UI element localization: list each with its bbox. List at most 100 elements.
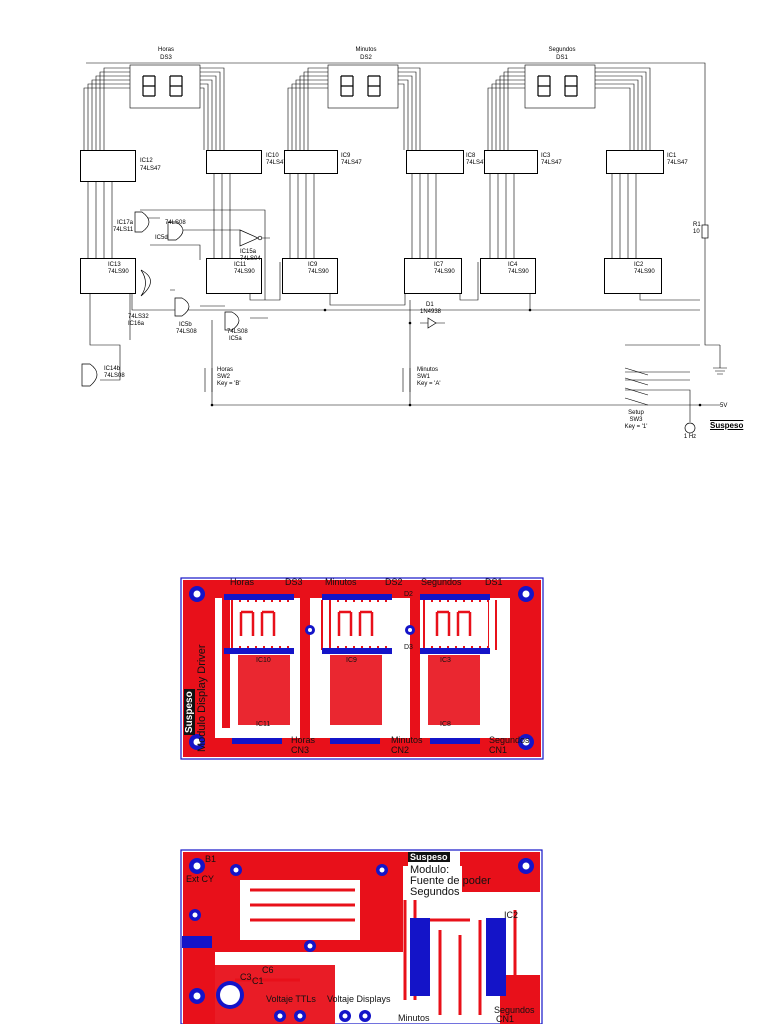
pcb1-label-ic10: IC10 [256, 657, 271, 664]
pcb1-label-ds3: DS3 [285, 577, 303, 587]
diode-d1-id: D1 [426, 302, 434, 308]
chip-ic9-decoder-id: IC9 [341, 153, 351, 159]
display-ds3-id: DS3 [160, 55, 172, 61]
clock-source [684, 422, 696, 434]
resistor-r1-value: 10 [693, 229, 700, 235]
chip-ic11-id: IC11 [234, 262, 247, 268]
switch-sw1-name: Minutos [417, 367, 439, 373]
pcb1-label-horas: Horas [230, 577, 255, 587]
chip-ic9-counter-part: 74LS90 [308, 269, 329, 275]
chip-ic2 [604, 258, 662, 294]
gate-ic17a-id: IC17a [117, 220, 134, 226]
pcb2-label-b1: B1 [205, 854, 217, 864]
gate-ic14b-part: 74LS08 [104, 373, 125, 379]
gate-ic5d-id: IC5d [155, 235, 168, 241]
chip-ic10-part: 74LS47 [266, 160, 287, 166]
pcb2-logo: Suspeso [408, 852, 450, 862]
gate-ic15a [239, 229, 259, 247]
gate-ic5a-id: IC5a [229, 336, 242, 342]
pcb1-cn2: CN2 [391, 745, 410, 755]
chip-ic3-part: 74LS47 [541, 160, 562, 166]
display-ds3-name: Horas [157, 47, 175, 53]
gate-ic5d [167, 221, 184, 241]
pcb1-label-ds1: DS1 [485, 577, 503, 587]
switch-sw3-id: SW3 [629, 417, 643, 423]
pcb2-label-c1: C1 [252, 976, 264, 986]
chip-ic9-counter [282, 258, 338, 294]
display-ds1-body [524, 64, 596, 109]
chip-ic4-id: IC4 [508, 262, 518, 268]
chip-ic12 [80, 150, 136, 182]
schematic-wires [83, 62, 727, 422]
chip-ic9-decoder [284, 150, 338, 174]
pcb1-label-d3: D3 [404, 644, 413, 651]
display-ds2-id: DS2 [360, 55, 372, 61]
switch-sw2-name: Horas [217, 367, 234, 373]
pcb1-cn3: CN3 [291, 745, 310, 755]
pcb2-label-c6: C6 [262, 965, 274, 975]
diode-d1-part: 1N4938 [420, 309, 442, 315]
display-ds3-body [129, 64, 201, 109]
pcb1-cn1-name: Segundos [489, 735, 530, 745]
chip-ic8-id: IC8 [466, 153, 476, 159]
gate-ic16a-part: 74LS32 [128, 314, 149, 320]
resistor-r1 [701, 224, 709, 239]
gate-ic15a-part: 74LS04 [240, 256, 261, 262]
pcb2-label-cn1: CN1 [496, 1014, 515, 1024]
chip-ic1-id: IC1 [667, 153, 677, 159]
gate-ic15a-id: IC15a [240, 249, 257, 255]
chip-ic11 [206, 258, 262, 294]
gate-ic5d-part: 74LS08 [165, 220, 186, 226]
chip-ic3-id: IC3 [541, 153, 551, 159]
chip-ic12-part: 74LS47 [140, 166, 161, 172]
pcb2-title-line1: Modulo: [410, 864, 450, 876]
chip-ic7-part: 74LS90 [434, 269, 455, 275]
pcb1-label-ic9: IC9 [346, 657, 357, 664]
pcb1-logo: Suspeso [184, 689, 195, 735]
gate-ic14b [81, 363, 98, 387]
pcb-power-pads [182, 918, 506, 996]
junction-dots [210, 308, 702, 407]
gate-ic5a-part: 74LS08 [227, 329, 248, 335]
switch-sw1-key: Key = 'A' [417, 381, 441, 387]
chip-ic2-part: 74LS90 [634, 269, 655, 275]
resistor-r1-id: R1 [693, 222, 701, 228]
chip-ic12-id: IC12 [140, 158, 153, 164]
gate-ic17a [134, 211, 150, 233]
display-ds2-body [327, 64, 399, 109]
chip-ic13-part: 74LS90 [108, 269, 129, 275]
gate-ic5a [224, 311, 240, 331]
switch-sw2-key: Key = 'B' [217, 381, 241, 387]
display-ds1-id: DS1 [556, 55, 568, 61]
pcb2-title-line3: Segundos [410, 886, 460, 898]
chip-ic10-id: IC10 [266, 153, 279, 159]
pcb2-label-c3: C3 [240, 972, 252, 982]
schematic-parts [81, 211, 709, 434]
pcb1-label-ic8: IC8 [440, 721, 451, 728]
pcb2-label-minutos: Minutos [398, 1013, 430, 1023]
chip-ic8-part: 74LS47 [466, 160, 487, 166]
switch-sw1-id: SW1 [417, 374, 431, 380]
chip-ic11-part: 74LS90 [234, 269, 255, 275]
chip-ic13 [80, 258, 136, 294]
seven-segment-glyphs [142, 75, 578, 97]
pcb2-label-ext: Ext CY [186, 874, 215, 884]
pcb-power-mount-holes [189, 858, 534, 1022]
gate-ic17a-part: 74LS11 [113, 227, 134, 233]
display-ds1-name: Segundos [548, 47, 576, 53]
pcb-display-mount-holes [189, 586, 534, 750]
chip-ic7-id: IC7 [434, 262, 444, 268]
pcb1-cn3-name: Horas [291, 735, 316, 745]
switch-sw3-name: Setup [628, 410, 644, 416]
display-ds2-name: Minutos [355, 47, 377, 53]
pcb1-label-segundos: Segundos [421, 577, 462, 587]
suspend-label: Suspeso [710, 421, 744, 430]
gate-ic16a-id: IC16a [128, 321, 145, 327]
gate-ic16a [140, 269, 151, 297]
pcb2-label-vttl: Voltaje TTLs [266, 994, 316, 1004]
chip-ic8 [406, 150, 464, 174]
switch-sw2-id: SW2 [217, 374, 231, 380]
pcb1-label-minutos: Minutos [325, 577, 357, 587]
pcb1-cn2-name: Minutos [391, 735, 423, 745]
